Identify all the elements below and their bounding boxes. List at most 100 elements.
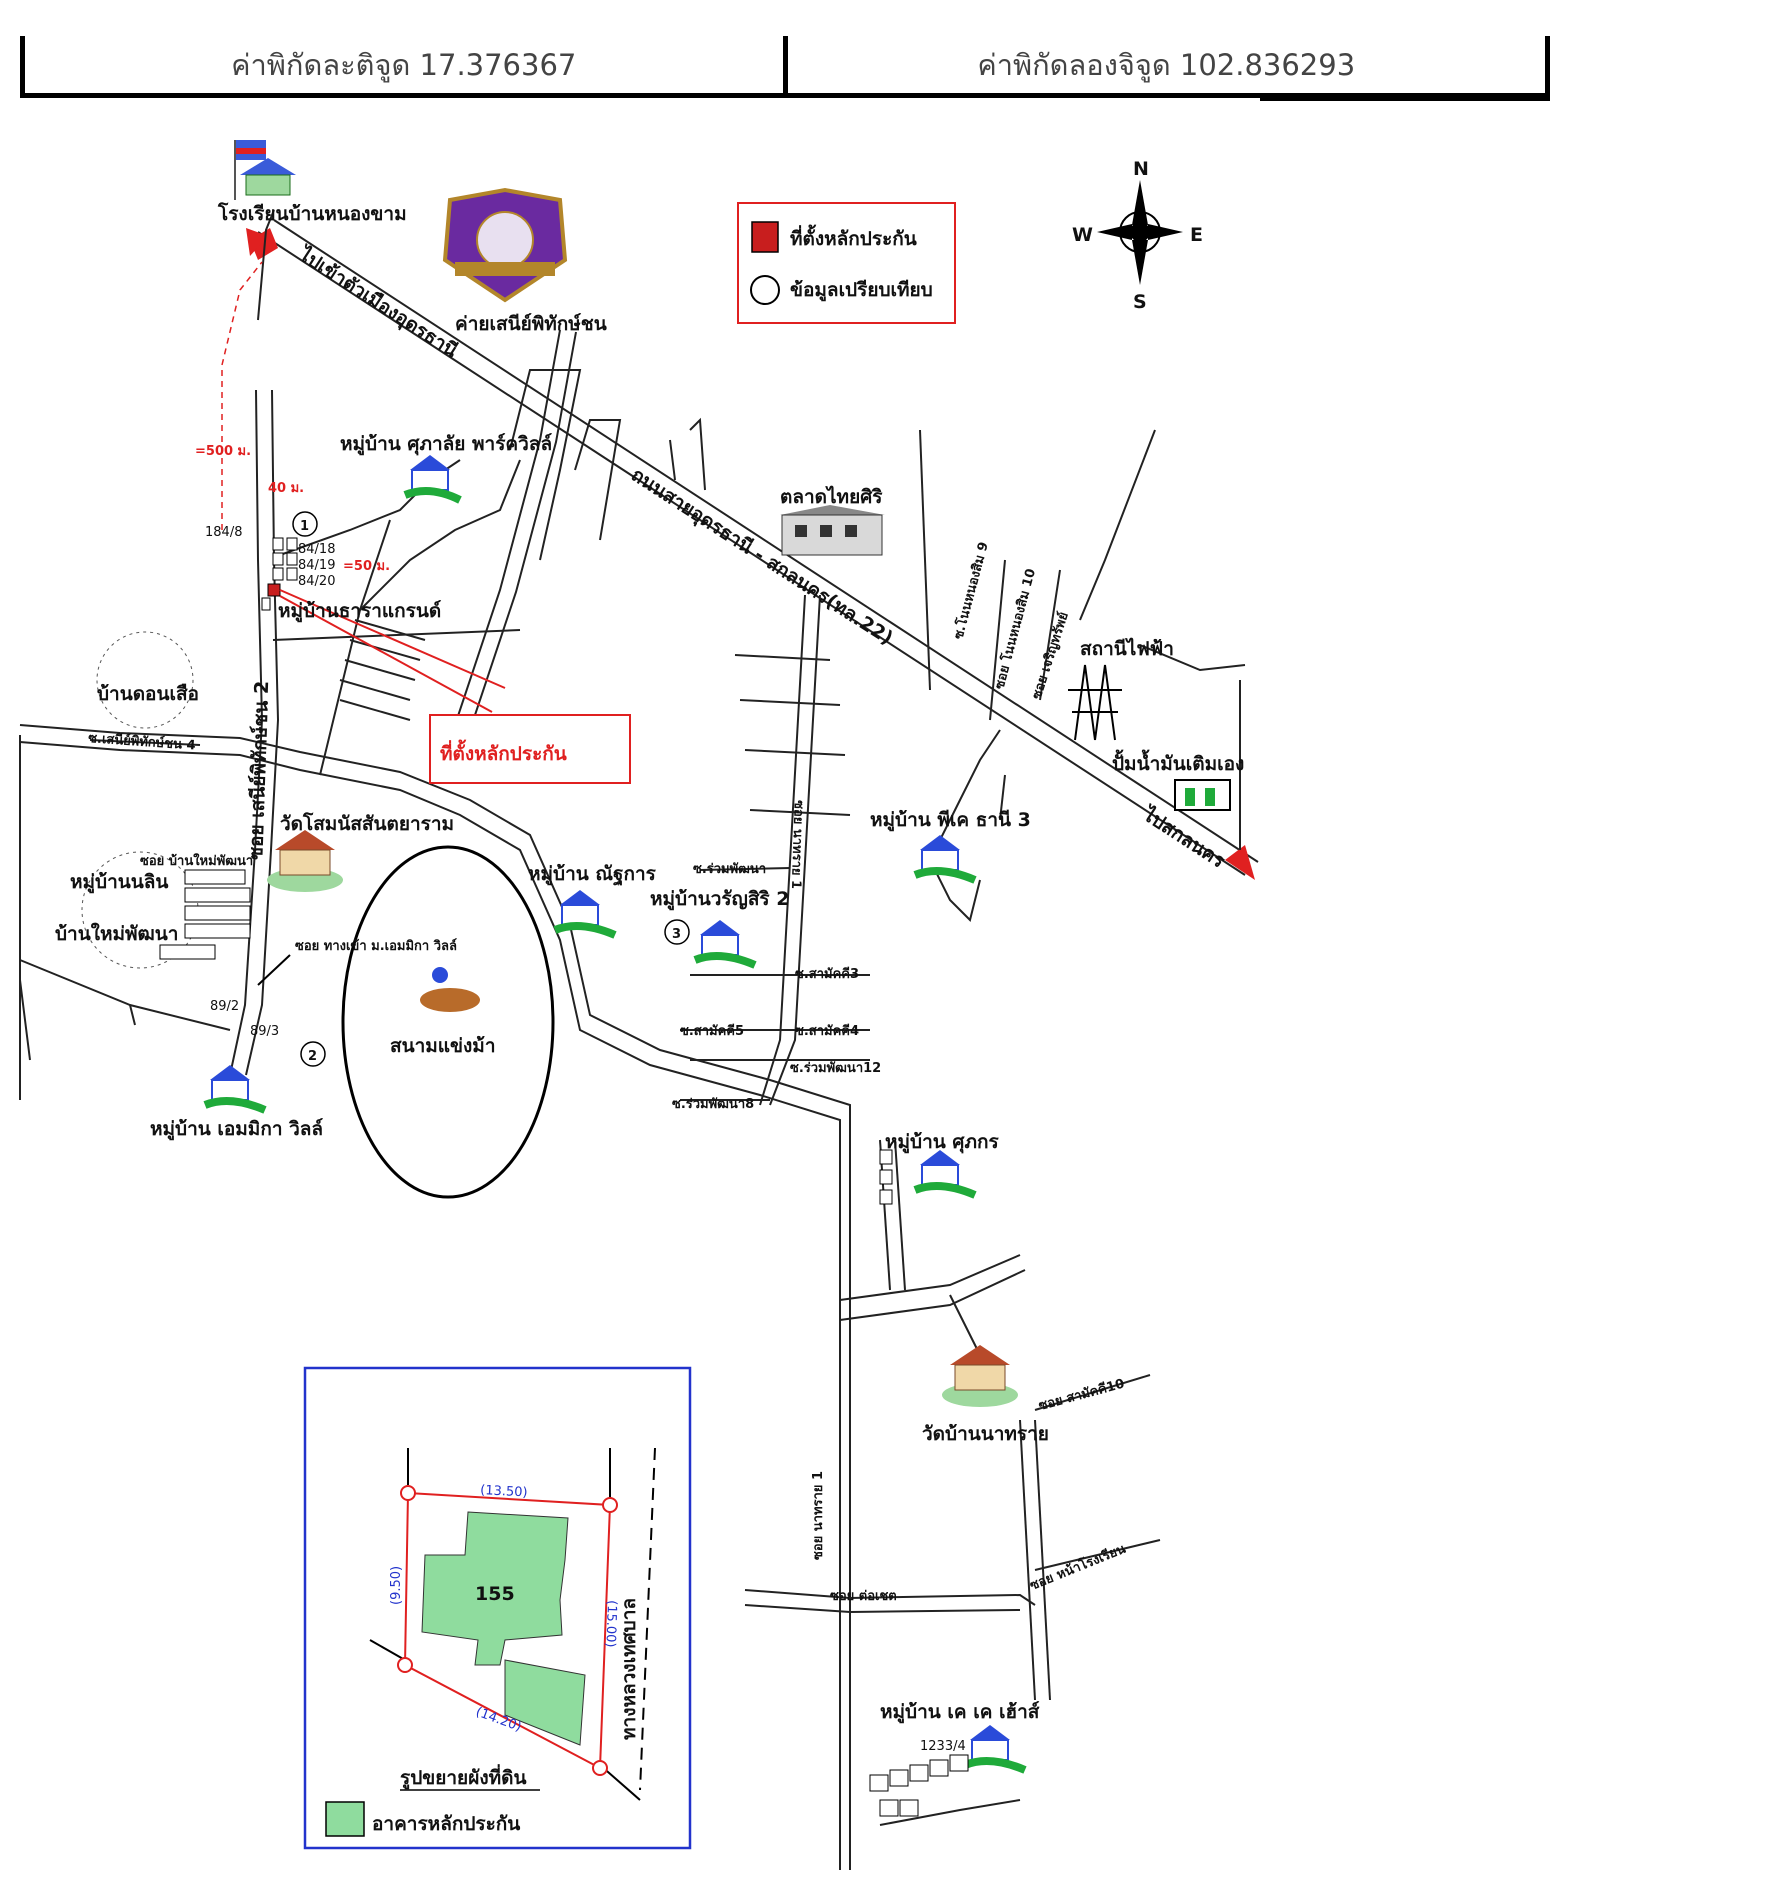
distance-50-label: =50 ม. [343,559,390,574]
village-nalin-label: หมู่บ้านนลิน [70,871,168,894]
village-grand-label: หมู่บ้านธาราแกรนด์ [278,600,441,623]
school-label: โรงเรียนบ้านหนองขาม [217,202,407,225]
inset-title: รูปขยายผังที่ดิน [400,1764,526,1790]
collateral-marker [267,583,281,597]
house-8418-label: 84/18 [298,542,335,557]
school-icon [234,140,296,200]
compass-n-label: N [1133,158,1149,180]
village-nattakarn-label: หมู่บ้าน ณัฐการ [528,863,657,887]
soi-saenee2-label: ซอย เสนีย์พิทักษ์ชน 2 [245,680,273,860]
race-track-label: สนามแข่งม้า [390,1035,495,1057]
map-legend: ที่ตั้งหลักประกัน ข้อมูลเปรียบเทียบ [737,202,956,324]
arrow-to-city-icon [246,228,278,260]
soi-jaroen-label: ซอย เจริญทรัพย์ [1029,610,1072,701]
legend-collateral-label: ที่ตั้งหลักประกัน [790,224,917,250]
village-suphalai-icon [403,455,462,504]
gas-station-icon [1174,779,1231,811]
village-emmika-icon [203,1065,267,1114]
village-kk-icon [963,1725,1027,1774]
compass-s-label: S [1133,291,1147,313]
inset-road-label: ทางหลวงเทศบาล [618,1598,640,1740]
dim-left-label: (9.50) [389,1566,404,1605]
soi-nakhai1-label: ซอย นาทราย 1 [788,800,806,889]
comparison-2-number: 2 [308,1049,317,1064]
comparison-1-number: 1 [300,519,309,534]
distance-40-label: 40 ม. [268,481,304,496]
gas-station-label: ปั้มน้ำมันเติมเอง [1112,749,1244,775]
village-suphalai-label: หมู่บ้าน ศุภาลัย พาร์ควิลล์ [340,433,552,456]
army-camp-emblem-icon [442,187,568,303]
house-8420-label: 84/20 [298,574,335,589]
ban-don-suea-label: บ้านดอนเสือ [97,683,199,705]
village-warunsiri-label: หมู่บ้านวรัญสิริ 2 [650,888,789,911]
collateral-building-annex [504,1659,586,1746]
land-plan-inset [303,1366,692,1850]
comparison-3-number: 3 [672,927,681,942]
to-city-label: ไปเข้าตัวเมืองอุดรธานี [293,242,462,363]
village-suphakorn-icon [913,1150,977,1199]
plot-number-label: 155 [475,1583,515,1605]
village-pk-icon [913,835,977,884]
house-893-label: 89/3 [250,1024,279,1039]
collateral-building-shape [421,1511,569,1666]
comparison-1-marker [292,511,318,537]
comparison-legend-circle [750,275,780,305]
village-emmika-label: หมู่บ้าน เอมมิกา วิลล์ [150,1118,323,1141]
collateral-callout-label: ที่ตั้งหลักประกัน [440,739,567,765]
village-nattakarn-icon [553,890,617,939]
soi-entrance-label: ซอย ทางเข้า ม.เอมมิกา วิลล์ [295,938,457,954]
comparison-3-marker [664,919,690,945]
temple-na-sai-icon [942,1345,1018,1407]
legend-comparison-label: ข้อมูลเปรียบเทียบ [790,279,933,302]
compass-e-label: E [1190,224,1203,246]
race-track-oval [341,845,555,1199]
dim-top-label: (13.50) [480,1483,528,1500]
house-1233-label: 1233/4 [920,1739,966,1754]
road-network [19,209,1246,1870]
soi-nongkham9-label: ซ.โนนหนองสิม 9 [949,540,991,641]
soi-ruamphatthana-label: ซ.ร่วมพัฒนา [693,862,766,877]
collateral-legend-swatch [751,221,779,253]
coordinate-header: ค่าพิกัดละติจูด 17.376367 ค่าพิกัดลองจิจ… [20,36,1550,98]
village-kk-label: หมู่บ้าน เค เค เฮ้าส์ [880,1701,1040,1724]
village-suphakorn-label: หมู่บ้าน ศุภกร [885,1131,999,1154]
soi-samakkhi10-label: ซอย สามัคคี10 [1037,1376,1126,1414]
soi-samakkhi3-label: ซ.สามัคคี3 [795,966,859,982]
market-building-icon [780,505,885,556]
house-row [261,537,298,611]
camp-label: ค่ายเสนีย์พิทักษ์ชน [455,313,607,335]
dim-right-label: (15.00) [602,1600,619,1648]
market-label: ตลาดไทยศิริ [780,485,883,508]
temple-somnat-label: วัดโสมนัสสันตยาราม [280,812,454,835]
race-horse-icon [420,967,480,1012]
soi-ruamphatthana8-label: ซ.ร่วมพัฒนา8 [672,1097,754,1112]
distance-500-label: =500 ม. [195,444,251,459]
ban-mai-label: บ้านใหม่พัฒนา [55,922,178,945]
house-848-label: 184/8 [205,525,242,540]
soi-samakkhi4-label: ซ.สามัคคี4 [795,1023,859,1039]
arrow-to-sakon-icon [1225,845,1255,880]
soi-samakkhi5-label: ซ.สามัคคี5 [680,1023,744,1039]
village-warunsiri-icon [693,920,757,969]
collateral-callout-box [429,714,631,784]
distance-500-line [221,261,263,530]
comparison-2-marker [300,1041,326,1067]
kk-houses [869,1754,969,1817]
ban-mai-houses [159,869,251,960]
temple-somnat-icon [267,830,343,892]
latitude-label: ค่าพิกัดละติจูด 17.376367 [25,36,788,93]
soi-kho-chet-label: ซอย ต่อเชต [830,1589,897,1604]
suphakorn-houses [879,1149,893,1205]
power-tower-icon [1068,664,1122,741]
compass-w-label: W [1072,224,1093,246]
soi-ban-mai-label: ซอย บ้านใหม่พัฒนา [140,852,253,869]
house-8419-label: 84/19 [298,558,335,573]
building-legend-swatch [325,1801,365,1837]
ban-don-suea-circle [96,631,194,729]
power-station-label: สถานีไฟฟ้า [1080,637,1174,660]
house-892-label: 89/2 [210,999,239,1014]
inset-legend-label: อาคารหลักประกัน [372,1813,520,1835]
soi-saenee4-label: ซ.เสนีย์พิทักษ์ชน 4 [88,730,196,753]
main-highway [257,219,1259,876]
